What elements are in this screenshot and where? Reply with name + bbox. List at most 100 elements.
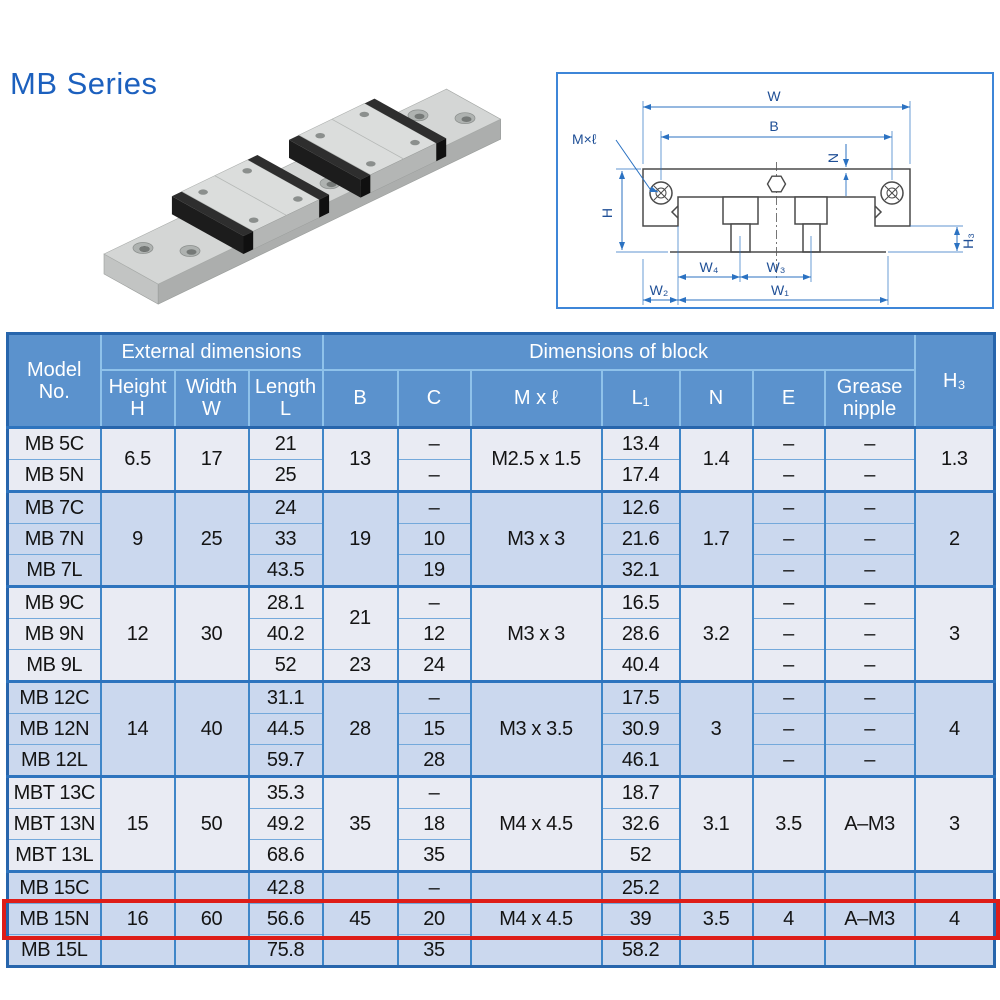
carriage-block-1 [171, 155, 330, 254]
col-header-external-dimensions: External dimensions [99, 332, 324, 371]
value-cell: 35.3 [247, 775, 324, 809]
value-cell: – [751, 649, 826, 682]
value-cell: 4 [913, 680, 996, 777]
carriage-block-2 [289, 98, 447, 198]
value-cell: 58.2 [600, 934, 681, 967]
value-cell: 43.5 [247, 554, 324, 587]
value-cell: – [751, 713, 826, 745]
value-cell: – [751, 459, 826, 492]
value-cell: 3 [678, 680, 754, 777]
value-cell: 42.8 [247, 870, 324, 904]
value-cell: – [396, 490, 472, 524]
value-cell: A–M3 [823, 870, 916, 967]
label-w4: W₄ [700, 259, 719, 275]
value-cell: 15 [396, 713, 472, 745]
value-cell: – [751, 426, 826, 460]
value-cell: – [396, 680, 472, 714]
value-cell: – [751, 523, 826, 555]
value-cell: M4 x 4.5 [469, 775, 603, 872]
label-w: W [767, 88, 781, 104]
col-header-dimensions-of-block: Dimensions of block [321, 332, 916, 371]
col-subheader-5: M x ℓ [469, 368, 603, 429]
value-cell: 15 [99, 775, 176, 872]
model-cell: MB 15C [6, 870, 102, 904]
value-cell: 9 [99, 490, 176, 587]
value-cell: – [396, 426, 472, 460]
col-subheader-8: E [751, 368, 826, 429]
value-cell: 52 [600, 839, 681, 872]
value-cell: 28.1 [247, 585, 324, 619]
block-cross-section [642, 168, 911, 253]
value-cell: 40 [173, 680, 250, 777]
label-h: H [599, 208, 615, 218]
value-cell: M2.5 x 1.5 [469, 426, 603, 492]
value-cell: 59.7 [247, 744, 324, 777]
value-cell: 3 [913, 585, 996, 682]
value-cell: 10 [396, 523, 472, 555]
value-cell: 32.6 [600, 808, 681, 840]
value-cell: 25 [173, 490, 250, 587]
value-cell: – [823, 554, 916, 587]
value-cell: – [823, 490, 916, 524]
col-subheader-3: B [321, 368, 399, 429]
value-cell: 4 [913, 870, 996, 967]
label-w2: W₂ [650, 282, 669, 298]
value-cell: M3 x 3 [469, 585, 603, 682]
model-cell: MB 9C [6, 585, 102, 619]
value-cell: 3.1 [678, 775, 754, 872]
value-cell: 3.2 [678, 585, 754, 682]
model-cell: MB 7N [6, 523, 102, 555]
value-cell: 1.7 [678, 490, 754, 587]
value-cell: 56.6 [247, 903, 324, 935]
model-cell: MBT 13N [6, 808, 102, 840]
value-cell: 12.6 [600, 490, 681, 524]
mounting-screws [649, 181, 904, 205]
value-cell: 1.3 [913, 426, 996, 492]
value-cell: 20 [396, 903, 472, 935]
value-cell: 35 [396, 934, 472, 967]
value-cell: 25 [247, 459, 324, 492]
model-cell: MB 9N [6, 618, 102, 650]
value-cell: 13 [321, 426, 399, 492]
value-cell: 35 [321, 775, 399, 872]
value-cell: – [823, 585, 916, 619]
model-cell: MBT 13L [6, 839, 102, 872]
model-cell: MBT 13C [6, 775, 102, 809]
label-b: B [769, 118, 778, 134]
value-cell: – [823, 713, 916, 745]
value-cell: 18 [396, 808, 472, 840]
value-cell: 23 [321, 649, 399, 682]
value-cell: M4 x 4.5 [469, 870, 603, 967]
value-cell: 4 [751, 870, 826, 967]
value-cell: – [751, 490, 826, 524]
label-w3: W₃ [767, 259, 786, 275]
value-cell: 3.5 [678, 870, 754, 967]
value-cell: – [823, 649, 916, 682]
value-cell: 49.2 [247, 808, 324, 840]
value-cell: 46.1 [600, 744, 681, 777]
dimension-lines [615, 101, 963, 305]
value-cell: 12 [99, 585, 176, 682]
value-cell: – [396, 775, 472, 809]
value-cell: 33 [247, 523, 324, 555]
value-cell: 28 [396, 744, 472, 777]
value-cell: 19 [321, 490, 399, 587]
value-cell: 32.1 [600, 554, 681, 587]
value-cell: – [751, 554, 826, 587]
value-cell: 21.6 [600, 523, 681, 555]
value-cell: – [751, 744, 826, 777]
value-cell: 30 [173, 585, 250, 682]
